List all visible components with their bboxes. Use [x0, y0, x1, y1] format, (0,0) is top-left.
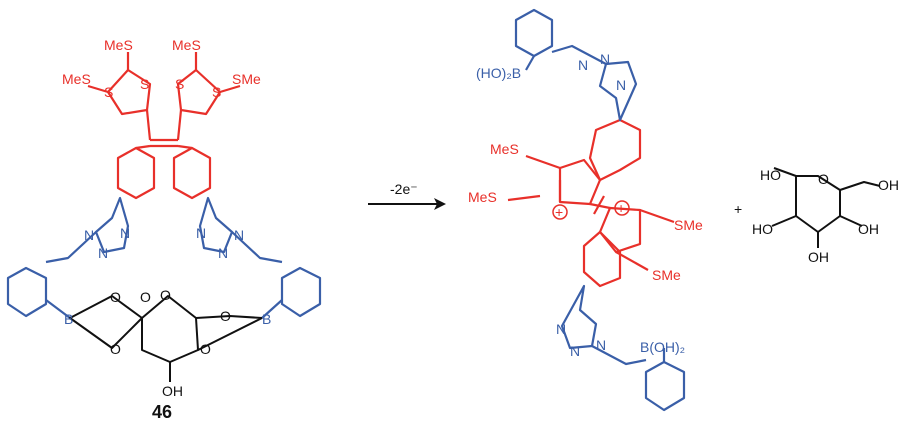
ttf-core — [87, 52, 241, 200]
compound-46 — [6, 52, 322, 382]
nitrogen-label: N — [98, 245, 108, 261]
boronic-acid-label: B(OH)₂ — [640, 339, 685, 355]
oxygen-label: O — [140, 289, 151, 305]
oxygen-label: O — [160, 287, 171, 303]
oxygen-label: O — [220, 308, 231, 324]
nitrogen-label: N — [84, 227, 94, 243]
plus-sign: + — [734, 201, 742, 217]
boron-label: B — [262, 311, 271, 327]
product-triazoles — [514, 8, 686, 412]
hydroxyl-label: HO — [760, 167, 781, 183]
sulfur-label: S — [140, 76, 149, 92]
free-galactose — [771, 167, 881, 248]
hydroxyl-label: OH — [858, 221, 879, 237]
nitrogen-label: N — [600, 51, 610, 67]
nitrogen-label: N — [616, 77, 626, 93]
arrow-label: -2e⁻ — [390, 181, 418, 197]
oxygen-label: O — [110, 341, 121, 357]
boronate-cage — [6, 196, 322, 319]
sulfur-label: S — [212, 84, 221, 100]
mes-label: MeS — [104, 37, 133, 53]
hydroxyl-label: HO — [752, 221, 773, 237]
boronic-acid-label: (HO)₂B — [476, 65, 521, 81]
sulfur-label: S — [175, 76, 184, 92]
cation-charge: + — [555, 204, 563, 220]
boron-label: B — [64, 311, 73, 327]
nitrogen-label: N — [196, 225, 206, 241]
hydroxyl-label: OH — [808, 249, 829, 265]
nitrogen-label: N — [556, 321, 566, 337]
left-labels: MeS MeS MeS SMe S S S S N N N N N N B B … — [62, 37, 271, 422]
nitrogen-label: N — [570, 343, 580, 359]
mes-label: MeS — [468, 189, 497, 205]
mes-label: MeS — [62, 71, 91, 87]
sugar-labels: HO O OH HO OH OH — [752, 167, 899, 265]
right-labels: (HO)₂B B(OH)₂ N N N N N N MeS MeS SMe SM… — [468, 51, 703, 359]
mes-label: MeS — [172, 37, 201, 53]
sme-label: SMe — [232, 71, 261, 87]
sulfur-label: S — [104, 84, 113, 100]
oxygen-label: O — [200, 341, 211, 357]
sme-label: SMe — [652, 267, 681, 283]
compound-number: 46 — [152, 402, 172, 422]
cation-charge: + — [617, 200, 625, 216]
nitrogen-label: N — [234, 227, 244, 243]
oxygen-label: O — [818, 171, 829, 187]
cation-charge-icon — [552, 204, 568, 220]
product-core — [507, 118, 675, 288]
nitrogen-label: N — [120, 225, 130, 241]
sme-label: SMe — [674, 217, 703, 233]
oxygen-label: O — [110, 289, 121, 305]
cation-charge-icon — [614, 200, 630, 216]
hydroxyl-label: OH — [162, 383, 183, 399]
nitrogen-label: N — [218, 245, 228, 261]
mes-label: MeS — [490, 141, 519, 157]
reaction-arrow — [368, 198, 446, 210]
bound-sugar — [69, 295, 263, 382]
nitrogen-label: N — [596, 337, 606, 353]
hydroxyl-label: OH — [878, 177, 899, 193]
nitrogen-label: N — [578, 57, 588, 73]
